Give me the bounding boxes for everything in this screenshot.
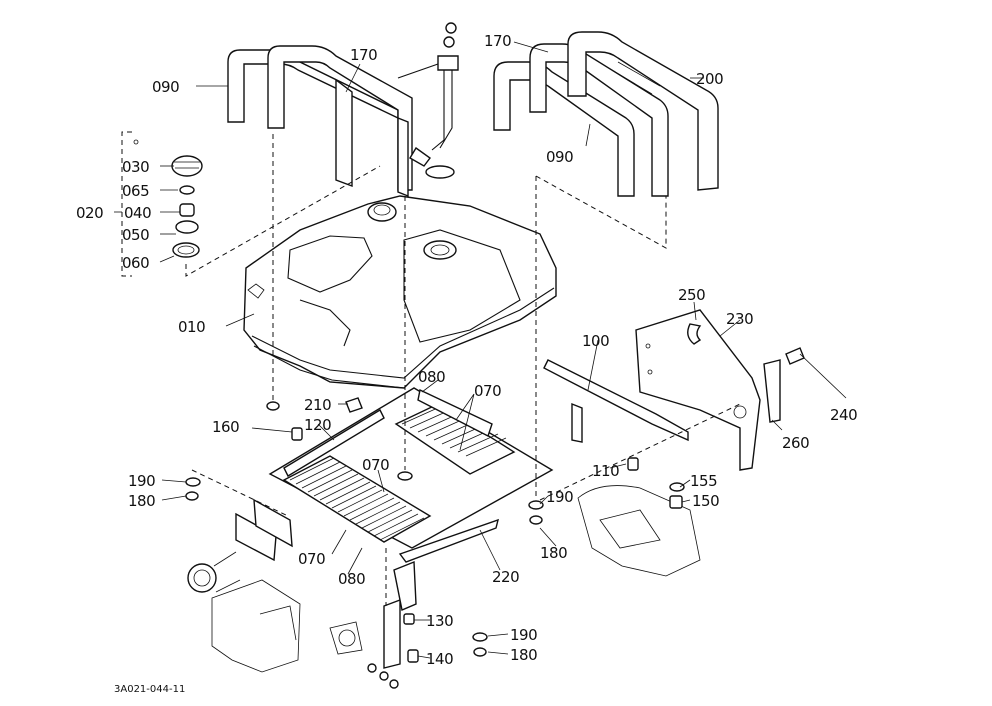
- label-220: 220: [492, 568, 519, 586]
- label-065: 065: [122, 182, 149, 200]
- alignment-lines: [191, 134, 741, 606]
- label-120: 120: [304, 416, 331, 434]
- label-060: 060: [122, 254, 149, 272]
- label-040: 040: [124, 204, 151, 222]
- leader-lines: [114, 41, 783, 659]
- label-210: 210: [304, 396, 331, 414]
- label-190-middle: 190: [546, 488, 573, 506]
- label-180-right: 180: [510, 646, 537, 664]
- tank-band-right: [493, 31, 719, 197]
- label-260: 260: [782, 434, 809, 452]
- label-170-left: 170: [350, 46, 377, 64]
- label-020: 020: [76, 204, 103, 222]
- tank-band-left: [227, 45, 413, 198]
- label-250: 250: [678, 286, 705, 304]
- side-bracket: [635, 309, 847, 471]
- label-080-lower: 080: [338, 570, 365, 588]
- label-080-upper: 080: [418, 368, 445, 386]
- fuel-sender-unit: [397, 22, 459, 179]
- diagram-code: 3A021-044-11: [114, 684, 185, 695]
- label-230: 230: [726, 310, 753, 328]
- label-030: 030: [122, 158, 149, 176]
- hardware: [185, 397, 685, 689]
- label-070-middle: 070: [362, 456, 389, 474]
- label-160: 160: [212, 418, 239, 436]
- label-200: 200: [696, 70, 723, 88]
- label-140: 140: [426, 650, 453, 668]
- label-240: 240: [830, 406, 857, 424]
- label-180-left: 180: [128, 492, 155, 510]
- tank-base-plate: [268, 359, 689, 563]
- label-050: 050: [122, 226, 149, 244]
- label-070-lower: 070: [298, 550, 325, 568]
- label-190-left: 190: [128, 472, 155, 490]
- label-170-right: 170: [484, 32, 511, 50]
- label-110: 110: [592, 462, 619, 480]
- label-090-left: 090: [152, 78, 179, 96]
- label-180-middle: 180: [540, 544, 567, 562]
- label-155: 155: [690, 472, 717, 490]
- label-070-upper: 070: [474, 382, 501, 400]
- lower-brackets: [235, 498, 417, 669]
- label-150: 150: [692, 492, 719, 510]
- label-010: 010: [178, 318, 205, 336]
- label-100: 100: [582, 332, 609, 350]
- fuel-tank: [243, 195, 557, 389]
- frame-outline: [187, 485, 701, 673]
- filler-cap-parts: [121, 131, 381, 277]
- label-130: 130: [426, 612, 453, 630]
- label-090-right: 090: [546, 148, 573, 166]
- label-190-right: 190: [510, 626, 537, 644]
